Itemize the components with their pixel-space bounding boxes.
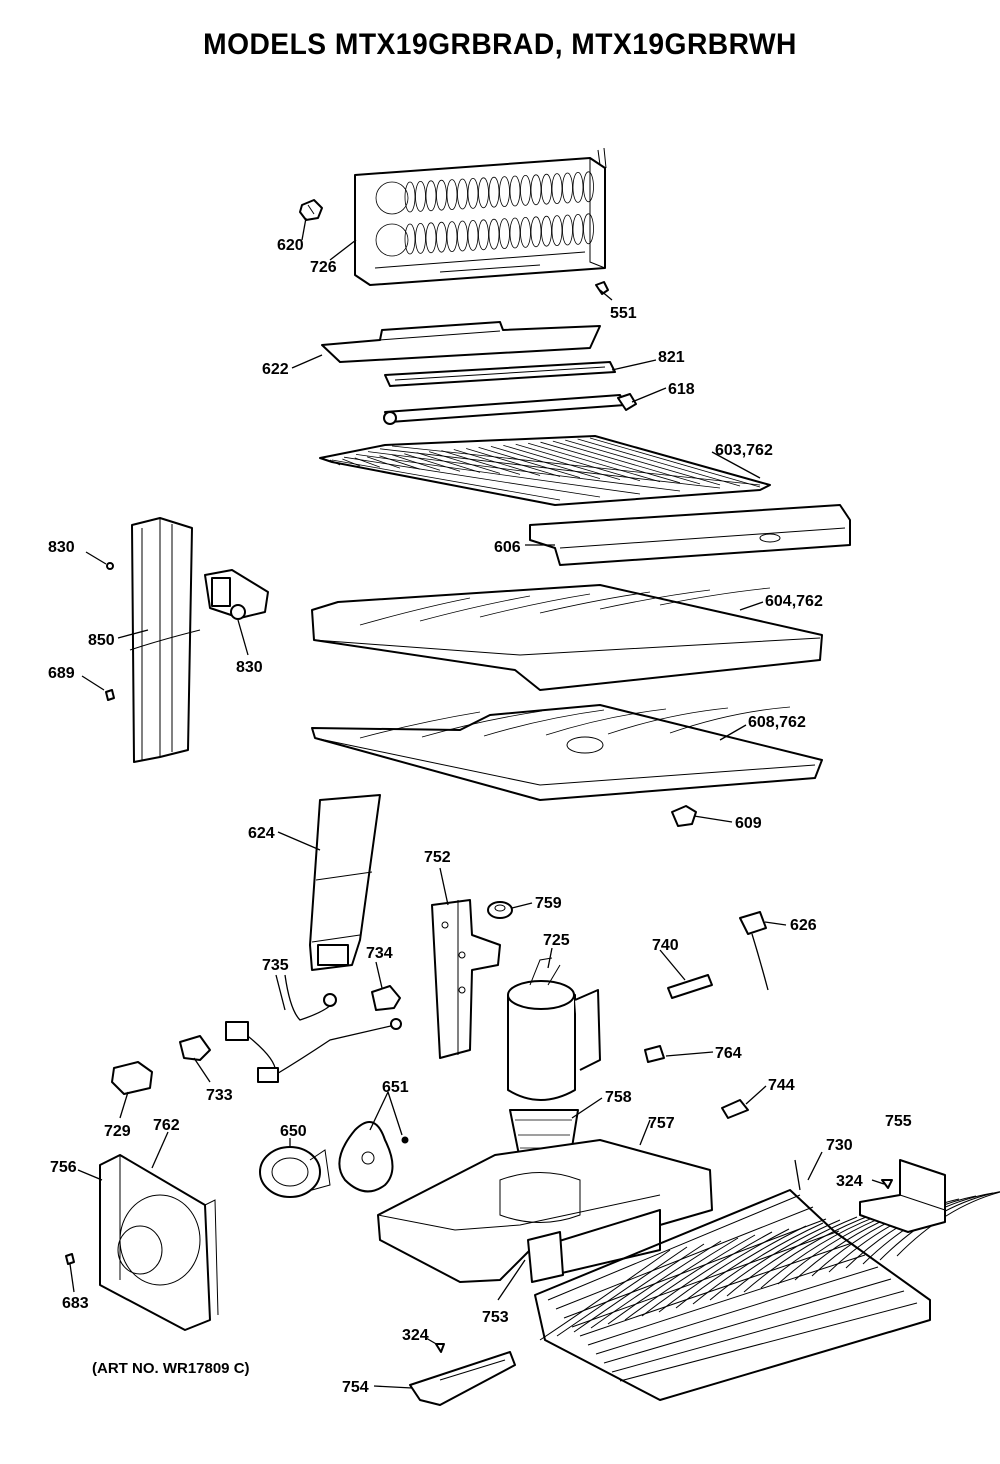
part-606-channel — [529, 504, 851, 566]
callout-622: 622 — [262, 361, 289, 378]
callout-726: 726 — [310, 259, 337, 276]
callout-762: 762 — [153, 1117, 180, 1134]
part-754-bracket — [409, 1351, 516, 1406]
part-683-screw — [65, 1253, 75, 1265]
part-650-fan-motor — [259, 1146, 331, 1198]
part-752-bracket — [431, 899, 501, 1059]
callout-689: 689 — [48, 665, 75, 682]
callout-604-762: 604,762 — [765, 593, 823, 610]
callout-labels: 620 726 551 622 821 618 603,762 606 604,… — [48, 237, 912, 1396]
part-604-pan — [311, 584, 823, 691]
callout-758: 758 — [605, 1089, 632, 1106]
callout-756: 756 — [50, 1159, 77, 1176]
part-620 — [299, 199, 323, 221]
part-618-rod — [383, 393, 637, 425]
part-609 — [671, 805, 697, 827]
callout-830-b: 830 — [236, 659, 263, 676]
part-759-grommet — [487, 901, 513, 919]
callout-744: 744 — [768, 1077, 795, 1094]
part-603-shelf — [319, 435, 771, 506]
callout-324-b: 324 — [402, 1327, 429, 1344]
callout-618: 618 — [668, 381, 695, 398]
art-number: (ART NO. WR17809 C) — [92, 1360, 250, 1377]
callout-609: 609 — [735, 815, 762, 832]
callout-821: 821 — [658, 349, 685, 366]
part-733-overload — [179, 1035, 211, 1061]
callout-735: 735 — [262, 957, 289, 974]
part-756-shroud — [99, 1154, 219, 1331]
callout-830-a: 830 — [48, 539, 75, 556]
part-735-harness — [225, 974, 402, 1083]
part-551 — [595, 281, 609, 295]
callout-757: 757 — [648, 1115, 675, 1132]
leader-lines — [69, 217, 885, 1389]
callout-755: 755 — [885, 1113, 912, 1130]
part-830-screw — [106, 562, 114, 570]
callout-740: 740 — [652, 937, 679, 954]
part-740-clip — [667, 974, 713, 999]
part-624-baffle — [309, 794, 381, 971]
callout-650: 650 — [280, 1123, 307, 1140]
callout-752: 752 — [424, 849, 451, 866]
callout-734: 734 — [366, 945, 393, 962]
callout-551: 551 — [610, 305, 637, 322]
callout-730: 730 — [826, 1137, 853, 1154]
callout-626: 626 — [790, 917, 817, 934]
callout-753: 753 — [482, 1309, 509, 1326]
callout-759: 759 — [535, 895, 562, 912]
part-324-screw-a — [881, 1179, 893, 1189]
diagram-title: MODELS MTX19GRBRAD, MTX19GRBRWH — [203, 28, 797, 61]
part-850-duct — [129, 517, 201, 763]
part-821-bracket — [384, 361, 616, 387]
callout-651: 651 — [382, 1079, 409, 1096]
callout-764: 764 — [715, 1045, 742, 1062]
part-734-relay — [371, 985, 401, 1011]
part-755-bracket — [859, 1159, 946, 1233]
callout-850: 850 — [88, 632, 115, 649]
part-689-screw — [105, 689, 115, 701]
part-651-fan-blade — [338, 1121, 409, 1193]
callout-729: 729 — [104, 1123, 131, 1140]
part-626-harness — [739, 911, 769, 991]
callout-603-762: 603,762 — [715, 442, 773, 459]
callout-608-762: 608,762 — [748, 714, 806, 731]
part-753-bracket — [527, 1231, 564, 1283]
callout-683: 683 — [62, 1295, 89, 1312]
part-744-clip — [721, 1099, 749, 1119]
part-764-clip — [644, 1045, 665, 1063]
callout-324-a: 324 — [836, 1173, 863, 1190]
callout-620: 620 — [277, 237, 304, 254]
part-725-compressor — [507, 957, 601, 1101]
part-729-capacitor — [111, 1061, 153, 1095]
callout-733: 733 — [206, 1087, 233, 1104]
part-608-pan — [311, 704, 823, 801]
callout-754: 754 — [342, 1379, 369, 1396]
part-324-screw-b — [435, 1343, 445, 1353]
evaporator-726 — [354, 147, 607, 286]
part-622-cover — [321, 321, 601, 363]
callout-606: 606 — [494, 539, 521, 556]
callout-725: 725 — [543, 932, 570, 949]
callout-624: 624 — [248, 825, 275, 842]
part-830-control — [204, 569, 269, 620]
